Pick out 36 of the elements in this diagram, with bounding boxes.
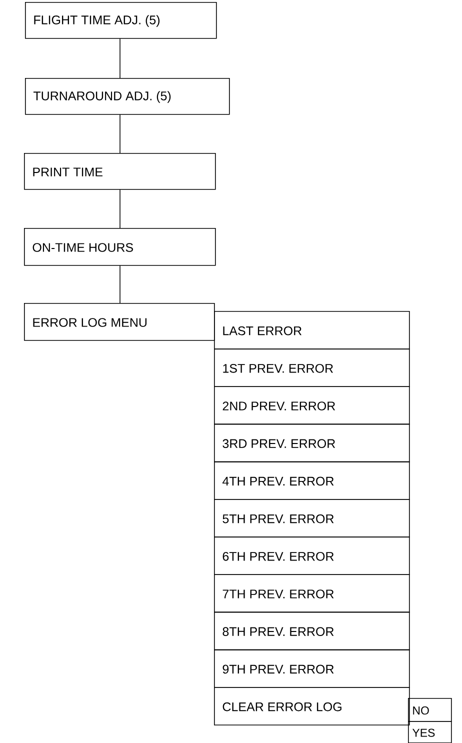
menu-box: [214, 687, 410, 726]
menu-box: [214, 311, 410, 350]
menu-label: ON-TIME HOURS: [32, 243, 133, 252]
menu-label: YES: [412, 728, 435, 737]
menu-label: 3RD PREV. ERROR: [222, 439, 336, 448]
menu-label: ERROR LOG MENU: [33, 318, 146, 327]
menu-label: 4TH PREV. ERROR: [222, 476, 334, 486]
menu-label: TURNAROUND ADJ. (5): [33, 91, 171, 103]
menu-label: 9TH PREV. ERROR: [222, 664, 334, 674]
menu-label: CLEAR ERROR LOG: [222, 702, 342, 712]
menu-box: [24, 303, 215, 341]
menu-box: [214, 424, 410, 462]
menu-label: FLIGHT TIME ADJ. (5): [34, 15, 160, 27]
menu-label: 2ND PREV. ERROR: [222, 402, 336, 410]
menu-box: [214, 574, 410, 613]
menu-box: [24, 153, 216, 190]
menu-box: [25, 2, 217, 39]
menu-box: [214, 348, 410, 387]
menu-label: 1ST PREV. ERROR: [223, 364, 333, 373]
menu-box: [214, 499, 410, 538]
menu-label: 8TH PREV. ERROR: [222, 627, 334, 636]
menu-label: NO: [413, 706, 429, 715]
menu-label: LAST ERROR: [223, 326, 302, 336]
menu-box: [24, 228, 216, 266]
menu-label: 6TH PREV. ERROR: [222, 552, 334, 561]
option-box: [408, 721, 452, 743]
option-box: [408, 698, 452, 722]
menu-box: [214, 461, 410, 500]
menu-box: [214, 612, 410, 650]
menu-box: [214, 386, 410, 425]
menu-label: 5TH PREV. ERROR: [222, 514, 334, 524]
menu-label: 7TH PREV. ERROR: [222, 590, 334, 598]
menu-box: [214, 536, 410, 575]
menu-label: PRINT TIME: [33, 168, 102, 176]
menu-box: [25, 78, 230, 115]
menu-box: [214, 649, 410, 688]
